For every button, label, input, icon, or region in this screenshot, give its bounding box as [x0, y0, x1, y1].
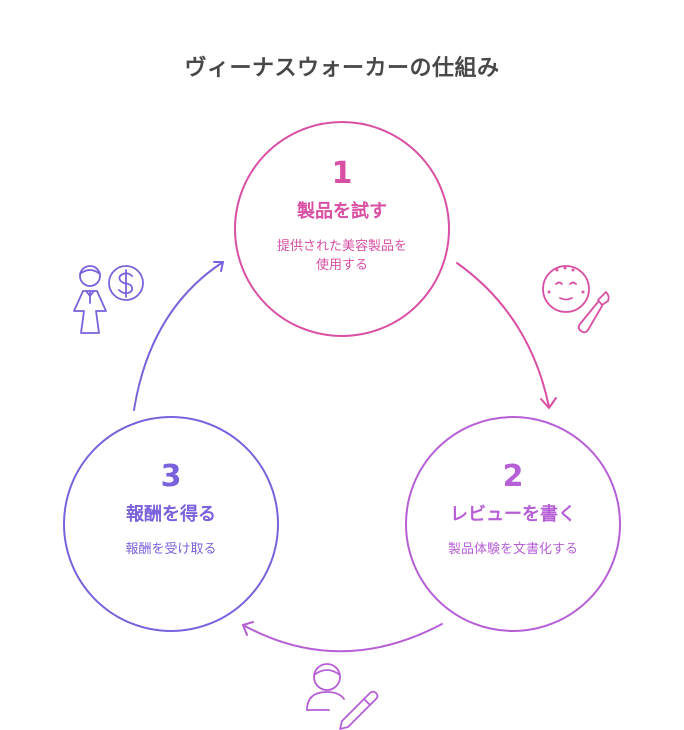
- step-2-circle: [405, 416, 621, 632]
- person-writing-pencil-icon: [306, 663, 379, 730]
- step-1-description: 提供された美容製品を 使用する: [232, 237, 452, 275]
- step-3-description: 報酬を受け取る: [61, 540, 281, 559]
- arrow-step2-to-step3: [242, 621, 443, 653]
- step-1-description-line1: 提供された美容製品を: [276, 239, 407, 254]
- step-2: 2 レビューを書く 製品体験を文書化する: [403, 460, 623, 559]
- step-1-description-line2: 使用する: [315, 258, 368, 273]
- step-1-circle: [234, 121, 450, 337]
- step-2-description-line1: 製品体験を文書化する: [447, 542, 578, 557]
- step-2-description: 製品体験を文書化する: [403, 540, 623, 559]
- step-3-description-line1: 報酬を受け取る: [125, 542, 217, 557]
- step-1: 1 製品を試す 提供された美容製品を 使用する: [232, 157, 452, 275]
- step-2-number: 2: [502, 459, 524, 494]
- arrow-step3-to-step1: [133, 261, 224, 411]
- step-3: 3 報酬を得る 報酬を受け取る: [61, 460, 281, 559]
- step-3-heading: 報酬を得る: [126, 504, 216, 525]
- step-2-heading: レビューを書く: [450, 504, 576, 525]
- step-3-circle: [63, 416, 279, 632]
- person-dollar-coin-icon: [73, 265, 144, 334]
- diagram-title: ヴィーナスウォーカーの仕組み: [184, 56, 500, 81]
- step-1-number: 1: [331, 156, 353, 191]
- step-1-heading: 製品を試す: [297, 201, 387, 222]
- step-3-number: 3: [160, 459, 182, 494]
- arrow-step1-to-step2: [456, 262, 557, 409]
- face-makeup-brush-icon: [542, 265, 610, 334]
